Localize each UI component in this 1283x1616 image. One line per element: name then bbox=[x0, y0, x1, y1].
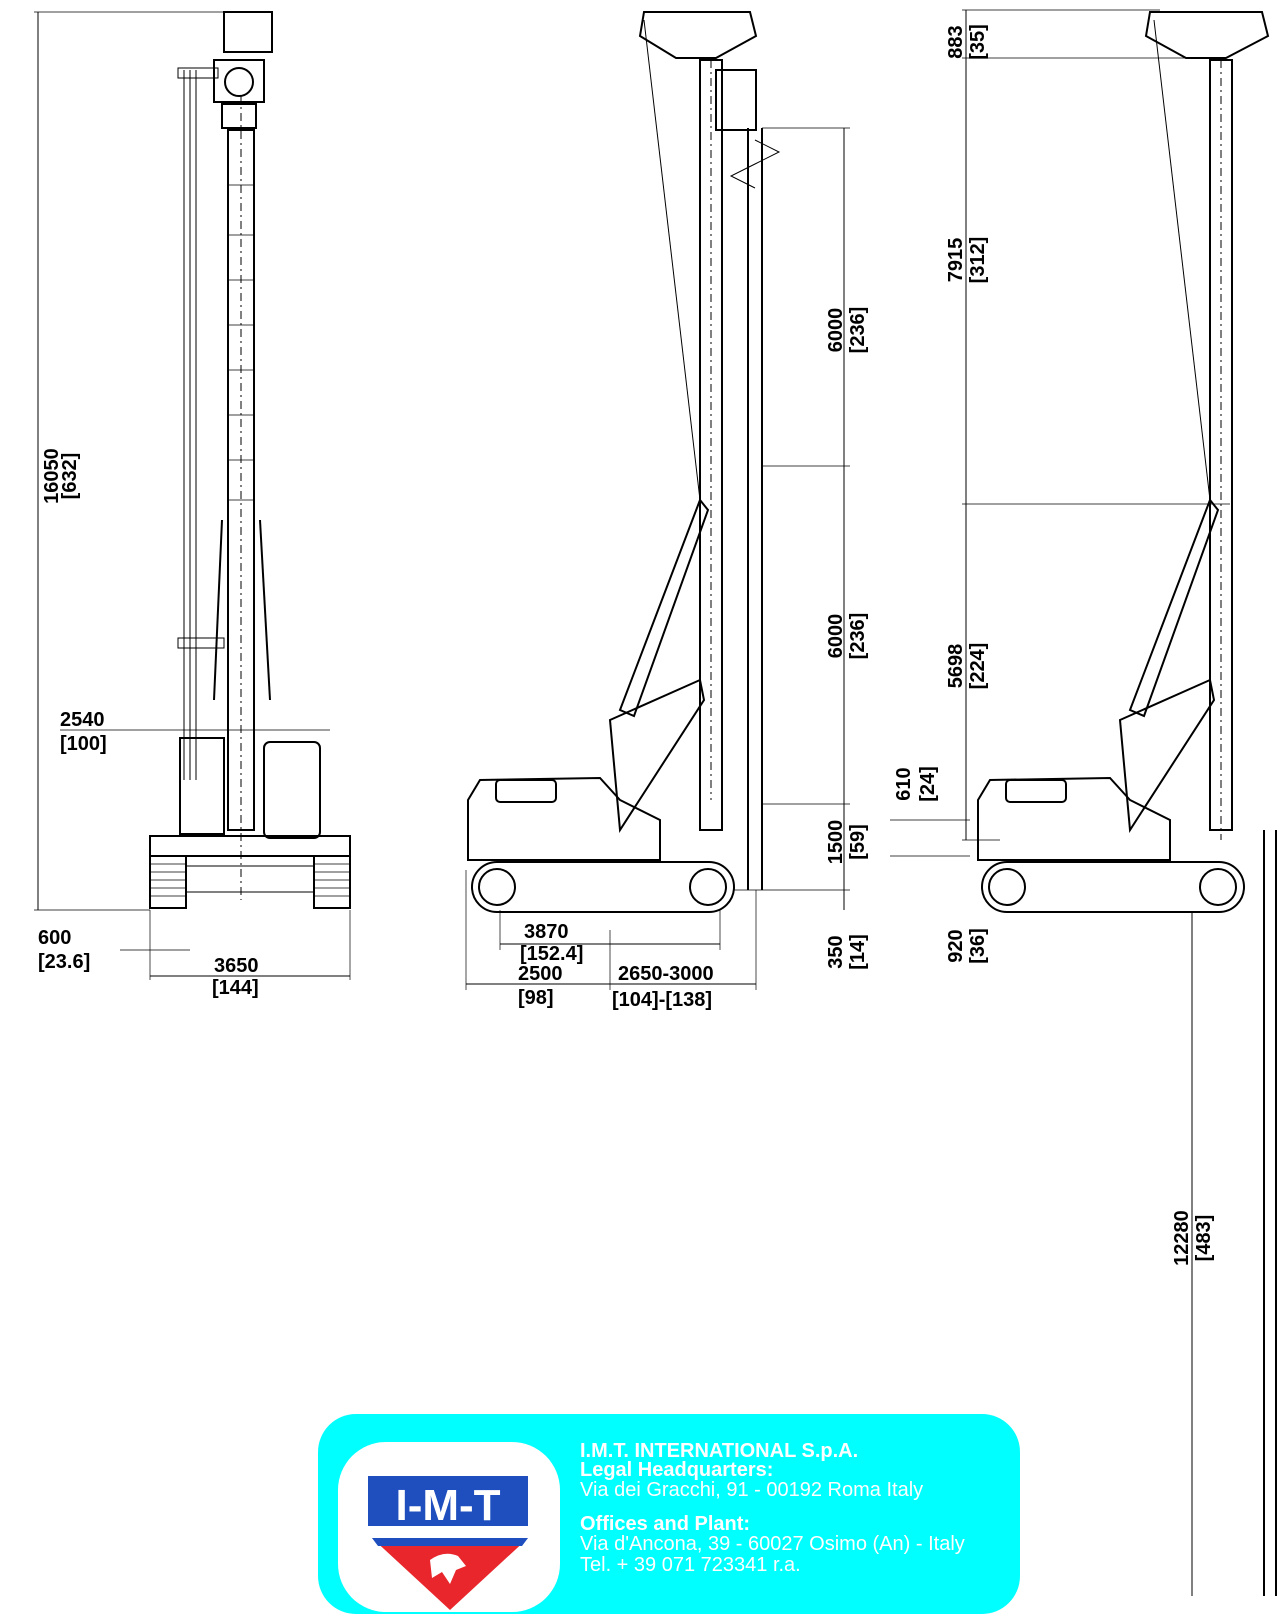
dim-mast-width-in: [100] bbox=[60, 733, 107, 755]
dim-reach: 2650-3000 bbox=[618, 963, 714, 985]
horse-icon bbox=[430, 1553, 466, 1584]
dim-overall-width-in: [144] bbox=[212, 977, 259, 999]
side-view bbox=[465, 11, 850, 990]
dim-auger-upper: 6000 bbox=[825, 308, 847, 353]
dim-front-height-in: [632] bbox=[59, 453, 81, 500]
svg-text:[224]: [224] bbox=[967, 643, 989, 690]
company-name: I.M.T. INTERNATIONAL S.p.A. bbox=[580, 1440, 859, 1462]
legal-hq-address: Via dei Gracchi, 91 - 00192 Roma Italy bbox=[580, 1479, 924, 1501]
dim-overall-width: 3650 bbox=[214, 955, 259, 977]
offices-address: Via d'Ancona, 39 - 60027 Osimo (An) - It… bbox=[580, 1533, 965, 1555]
svg-text:12280: 12280 bbox=[1171, 1210, 1193, 1266]
dim-ground-offset-in: [14] bbox=[847, 934, 869, 970]
svg-text:[36]: [36] bbox=[967, 928, 989, 964]
dim-ground-clear-in: [36] bbox=[967, 928, 989, 964]
company-card: I-M-T I.M.T. INTERNATIONAL S.p.A. Legal … bbox=[318, 1414, 1020, 1614]
dim-track-length-in: [152.4] bbox=[520, 943, 583, 965]
svg-text:883: 883 bbox=[945, 25, 967, 58]
svg-text:[14]: [14] bbox=[847, 934, 869, 970]
dim-auger-length-in: [483] bbox=[1193, 1215, 1215, 1262]
offices-label: Offices and Plant: bbox=[580, 1513, 751, 1535]
svg-text:6000: 6000 bbox=[825, 614, 847, 659]
dim-auger-length: 12280 bbox=[1171, 1210, 1193, 1266]
svg-text:610: 610 bbox=[893, 767, 915, 800]
logo-plate bbox=[368, 1476, 528, 1526]
dim-track-length: 3870 bbox=[524, 921, 569, 943]
dim-head-clearance: 1500 bbox=[825, 820, 847, 865]
dim-upper-mast-in: [312] bbox=[967, 237, 989, 284]
dim-lower-mast: 5698 bbox=[945, 644, 967, 689]
dim-track-width: 600 bbox=[38, 927, 71, 949]
dim-auger-lower: 6000 bbox=[825, 614, 847, 659]
svg-text:16050: 16050 bbox=[41, 448, 63, 504]
dim-base-step-in: [24] bbox=[917, 766, 939, 802]
svg-text:7915: 7915 bbox=[945, 238, 967, 283]
extended-model-label: AF110 CFA bbox=[1016, 821, 1095, 838]
company-phone: Tel. + 39 071 723341 r.a. bbox=[580, 1554, 801, 1576]
svg-text:350: 350 bbox=[825, 935, 847, 968]
company-logo: I-M-T bbox=[338, 1442, 560, 1612]
dim-lower-mast-in: [224] bbox=[967, 643, 989, 690]
side-model-label: AF 110 D CFA bbox=[508, 821, 606, 838]
front-view bbox=[34, 11, 351, 980]
dim-top-offset-in: [35] bbox=[967, 24, 989, 60]
logo-text: I-M-T bbox=[395, 1481, 500, 1530]
svg-text:[24]: [24] bbox=[917, 766, 939, 802]
dim-upper-mast: 7915 bbox=[945, 238, 967, 283]
svg-text:[483]: [483] bbox=[1193, 1215, 1215, 1262]
dim-mast-width: 2540 bbox=[60, 709, 105, 731]
dim-ground-clear: 920 bbox=[945, 929, 967, 962]
logo-shield-band bbox=[372, 1538, 528, 1546]
dim-head-clearance-in: [59] bbox=[847, 824, 869, 860]
dim-tail-radius-in: [98] bbox=[518, 987, 554, 1009]
svg-text:920: 920 bbox=[945, 929, 967, 962]
svg-text:6000: 6000 bbox=[825, 308, 847, 353]
svg-text:1500: 1500 bbox=[825, 820, 847, 865]
svg-text:5698: 5698 bbox=[945, 644, 967, 689]
dim-track-width-in: [23.6] bbox=[38, 951, 90, 973]
svg-text:[35]: [35] bbox=[967, 24, 989, 60]
dim-base-step: 610 bbox=[893, 767, 915, 800]
svg-text:[312]: [312] bbox=[967, 237, 989, 284]
svg-text:[236]: [236] bbox=[847, 307, 869, 354]
company-info: I.M.T. INTERNATIONAL S.p.A. Legal Headqu… bbox=[580, 1440, 965, 1576]
dim-auger-upper-in: [236] bbox=[847, 307, 869, 354]
svg-text:[236]: [236] bbox=[847, 613, 869, 660]
dim-reach-in: [104]-[138] bbox=[612, 989, 712, 1011]
dim-auger-lower-in: [236] bbox=[847, 613, 869, 660]
extended-view bbox=[890, 9, 1277, 1596]
dim-top-offset: 883 bbox=[945, 25, 967, 58]
svg-text:[632]: [632] bbox=[59, 453, 81, 500]
svg-text:[59]: [59] bbox=[847, 824, 869, 860]
dim-front-height: 16050 bbox=[41, 448, 63, 504]
dim-ground-offset: 350 bbox=[825, 935, 847, 968]
legal-hq-label: Legal Headquarters: bbox=[580, 1459, 774, 1481]
dim-tail-radius: 2500 bbox=[518, 963, 563, 985]
